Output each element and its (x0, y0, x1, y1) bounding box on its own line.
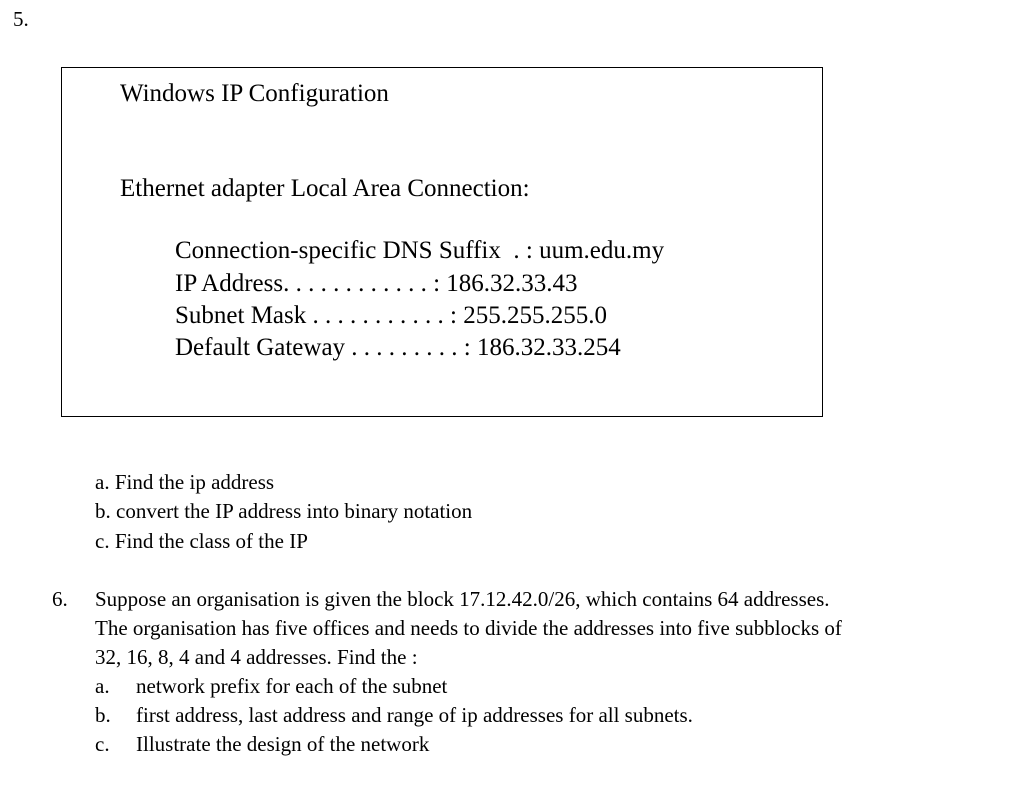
question-6c-text: Illustrate the design of the network (136, 732, 430, 756)
default-gateway-line: Default Gateway . . . . . . . . . : 186.… (175, 334, 621, 361)
question-6-number: 6. (52, 587, 68, 611)
question-6b-letter: b. (95, 703, 111, 727)
question-5a: a. Find the ip address (95, 470, 275, 494)
question-5b: b. convert the IP address into binary no… (95, 499, 473, 523)
question-5-number: 5. (13, 7, 29, 31)
ip-config-output-box: Windows IP Configuration Ethernet adapte… (61, 67, 823, 417)
question-6a-letter: a. (95, 674, 110, 698)
subnet-mask-line: Subnet Mask . . . . . . . . . . . : 255.… (175, 302, 607, 329)
question-6-text-line: The organisation has five offices and ne… (95, 616, 842, 640)
ip-address-line: IP Address. . . . . . . . . . . . : 186.… (175, 270, 578, 297)
ethernet-adapter-heading: Ethernet adapter Local Area Connection: (120, 175, 530, 202)
question-5c: c. Find the class of the IP (95, 529, 308, 553)
question-6-text-line: Suppose an organisation is given the blo… (95, 587, 830, 611)
ip-config-title: Windows IP Configuration (120, 80, 389, 107)
question-6b-text: first address, last address and range of… (136, 703, 693, 727)
dns-suffix-line: Connection-specific DNS Suffix . : uum.e… (175, 237, 665, 264)
question-6-text-line: 32, 16, 8, 4 and 4 addresses. Find the : (95, 645, 418, 669)
question-6c-letter: c. (95, 732, 110, 756)
question-6a-text: network prefix for each of the subnet (136, 674, 448, 698)
